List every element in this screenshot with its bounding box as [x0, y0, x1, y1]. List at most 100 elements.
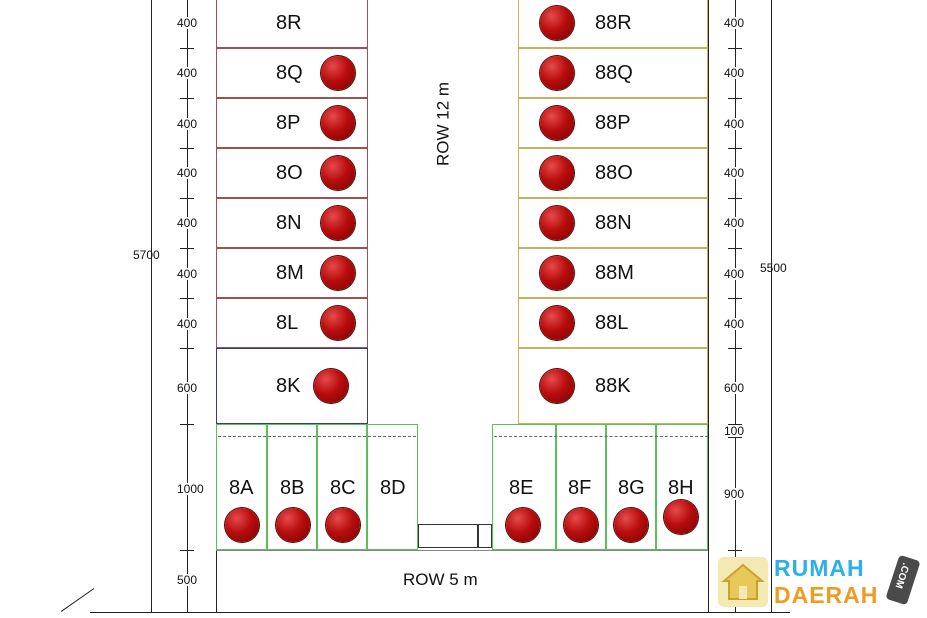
dimension-label: 900: [723, 487, 746, 501]
dimension-label: 600: [723, 381, 746, 395]
lot-marker-icon: [321, 206, 355, 240]
lot-marker-icon: [664, 500, 698, 534]
dimension-tick: [728, 437, 742, 438]
lot-marker-icon: [276, 508, 310, 542]
lot-label: 8A: [229, 477, 254, 499]
dimension-label: 400: [176, 216, 199, 230]
dimension-tick: [180, 48, 194, 49]
lot-marker-icon: [321, 306, 355, 340]
right-boundary-line: [771, 0, 772, 612]
dimension-tick: [180, 424, 194, 425]
dashed-setback-left: [218, 436, 416, 437]
dimension-tick: [728, 48, 742, 49]
lot-marker-icon: [614, 508, 648, 542]
dimension-tick: [728, 98, 742, 99]
road-bottom-label: ROW 5 m: [403, 570, 478, 589]
gate-box: [418, 524, 478, 548]
dimension-label: 400: [723, 166, 746, 180]
dimension-tick: [728, 298, 742, 299]
total-length-left: 5700: [133, 248, 160, 262]
lot-label: 8K: [276, 375, 301, 397]
lot-label: 8F: [568, 477, 592, 499]
dimension-label: 400: [723, 16, 746, 30]
dimension-label: 400: [176, 16, 199, 30]
dimension-tick: [728, 248, 742, 249]
lot-marker-icon: [321, 256, 355, 290]
lot-marker-icon: [540, 256, 574, 290]
dimension-label: 400: [176, 117, 199, 131]
lot-label: 8B: [280, 477, 305, 499]
dimension-tick: [180, 550, 194, 551]
dimension-label: 400: [723, 267, 746, 281]
lot-8r: [216, 0, 368, 48]
dimension-tick: [180, 98, 194, 99]
dimension-label: 400: [723, 317, 746, 331]
dashed-setback-right: [494, 436, 708, 437]
dimension-label: 400: [176, 166, 199, 180]
bottom-road: [216, 550, 708, 612]
lot-label: 88R: [595, 12, 632, 34]
dimension-label: 400: [723, 66, 746, 80]
dimension-label: 400: [176, 317, 199, 331]
dimension-label: 400: [723, 117, 746, 131]
lot-label: 8E: [509, 477, 534, 499]
lot-label: 88M: [595, 262, 634, 284]
lot-marker-icon: [540, 56, 574, 90]
bottom-left-angle-line: [60, 588, 95, 612]
lot-marker-icon: [540, 306, 574, 340]
dimension-tick: [728, 424, 742, 425]
lot-label: 8H: [668, 477, 694, 499]
lot-label: 88Q: [595, 62, 633, 84]
right-road-edge: [708, 0, 709, 612]
dimension-tick: [180, 198, 194, 199]
dimension-label: 600: [176, 381, 199, 395]
dimension-tick: [180, 148, 194, 149]
road-vertical-label: ROW 12 m: [433, 81, 453, 167]
lot-label: 88O: [595, 162, 633, 184]
lot-marker-icon: [540, 6, 574, 40]
lot-marker-icon: [326, 508, 360, 542]
watermark-logo: RUMAH DAERAH .COM: [716, 553, 927, 613]
lot-marker-icon: [540, 106, 574, 140]
dimension-tick: [728, 198, 742, 199]
lot-marker-icon: [314, 369, 348, 403]
dimension-label: 400: [723, 216, 746, 230]
logo-word-top: RUMAH: [774, 555, 865, 581]
lot-label: 8M: [276, 262, 304, 284]
left-boundary-line: [151, 0, 152, 612]
total-length-right: 5500: [760, 261, 787, 275]
lot-marker-icon: [540, 369, 574, 403]
lot-label: 88K: [595, 375, 631, 397]
lot-label: 8N: [276, 212, 302, 234]
dimension-label: 400: [176, 267, 199, 281]
logo-suffix: .COM: [892, 561, 912, 590]
logo-tag: .COM: [885, 554, 921, 606]
lot-label: 8O: [276, 162, 303, 184]
dimension-label: 500: [176, 573, 199, 587]
dimension-label: 100: [723, 424, 746, 438]
lot-marker-icon: [540, 206, 574, 240]
lot-marker-icon: [564, 508, 598, 542]
dimension-label: 1000: [176, 482, 205, 496]
dimension-tick: [180, 348, 194, 349]
house-icon: [718, 557, 768, 607]
lot-marker-icon: [506, 508, 540, 542]
dimension-tick: [728, 550, 742, 551]
lot-marker-icon: [540, 156, 574, 190]
lot-label: 8Q: [276, 62, 303, 84]
lot-label: 8R: [276, 12, 302, 34]
lot-8d: [367, 424, 418, 550]
lot-marker-icon: [321, 156, 355, 190]
lot-label: 88L: [595, 312, 629, 334]
right-dimension-line: [735, 0, 736, 612]
lot-label: 8P: [276, 112, 301, 134]
dimension-tick: [728, 148, 742, 149]
lot-label: 8G: [618, 477, 645, 499]
bottom-baseline: [90, 612, 790, 613]
lot-label: 88N: [595, 212, 632, 234]
dimension-tick: [180, 298, 194, 299]
lot-marker-icon: [321, 56, 355, 90]
left-dimension-line: [187, 0, 188, 612]
logo-word-bottom: DAERAH: [774, 582, 879, 608]
